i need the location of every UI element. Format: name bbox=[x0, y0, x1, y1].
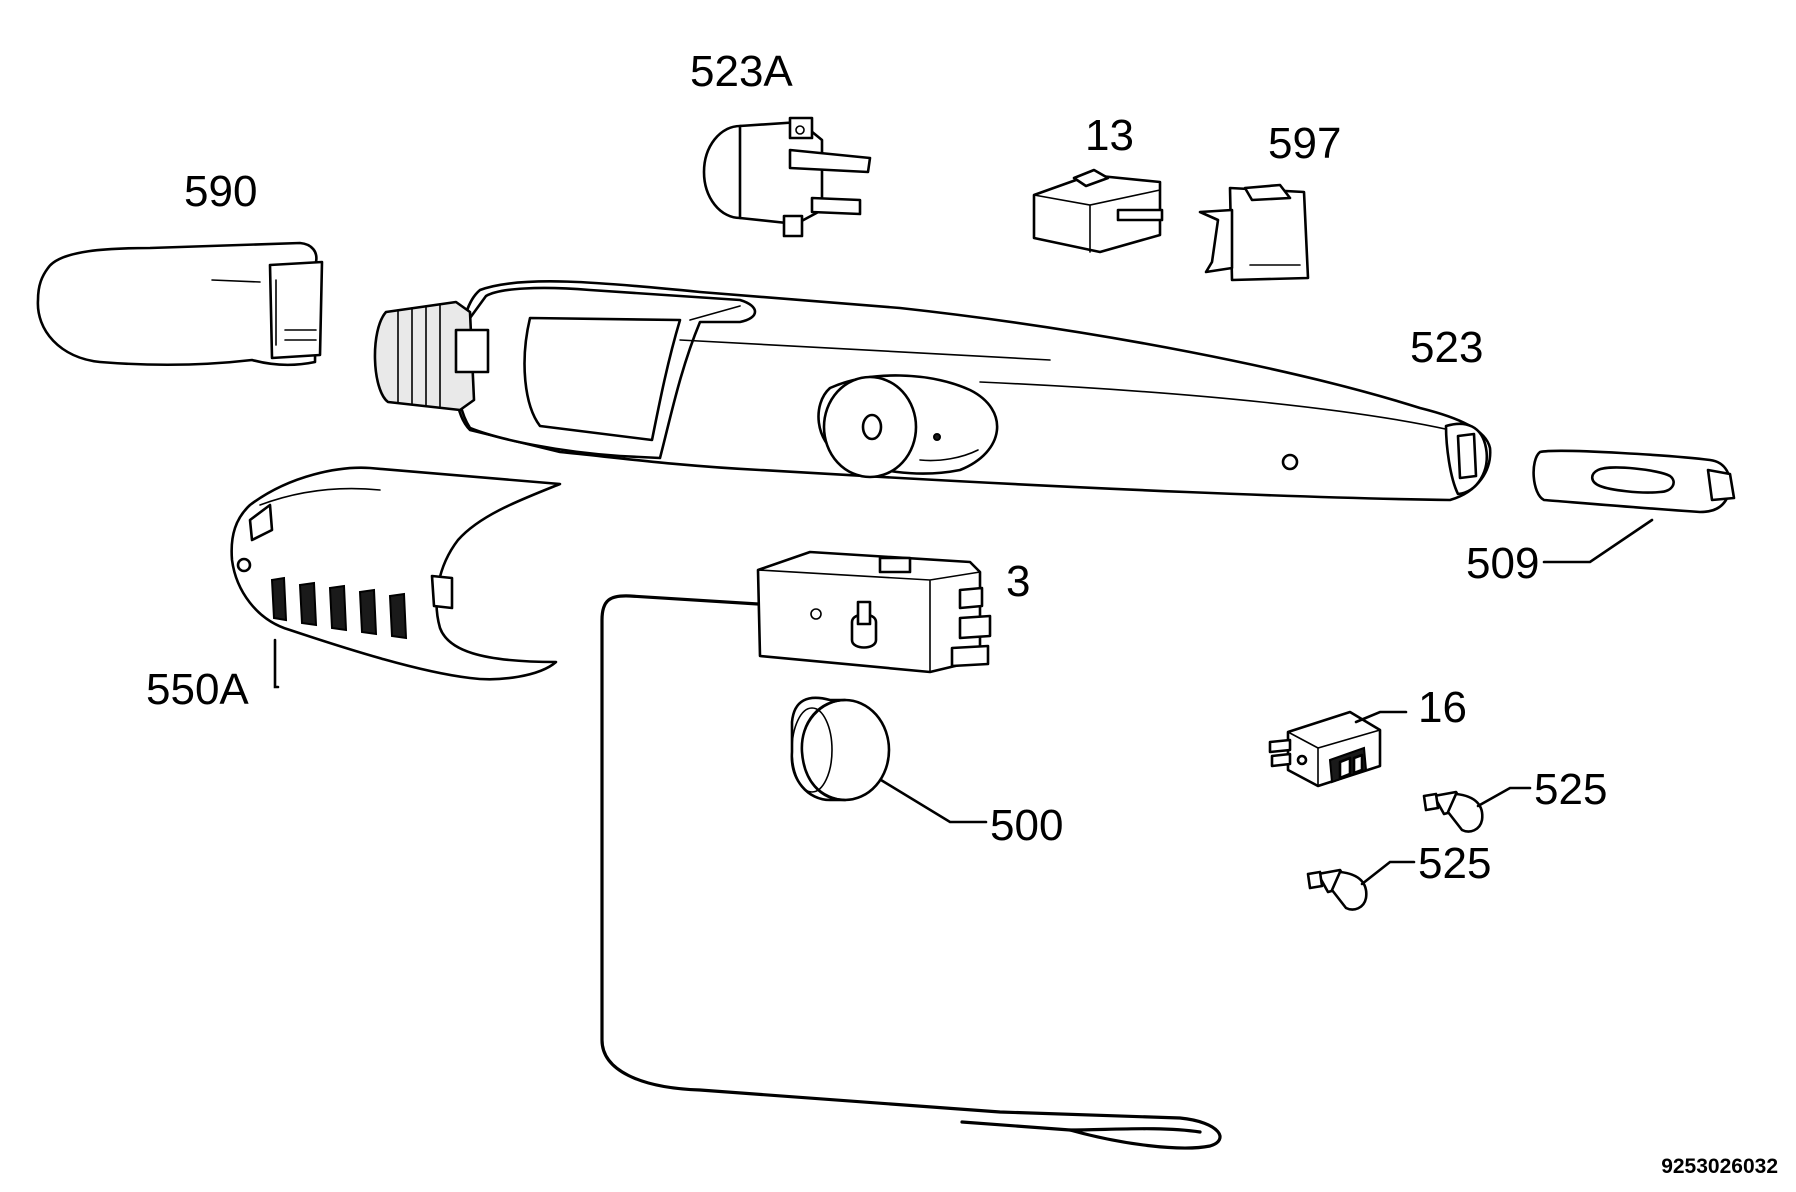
label-523: 523 bbox=[1410, 323, 1483, 372]
label-525-lower: 525 bbox=[1418, 839, 1491, 888]
leader-550a bbox=[273, 638, 280, 689]
label-500: 500 bbox=[990, 801, 1063, 850]
leader-525-lower bbox=[1360, 860, 1416, 886]
label-509: 509 bbox=[1466, 539, 1539, 588]
capillary-tube bbox=[600, 594, 1222, 1150]
part-3-thermostat bbox=[756, 550, 992, 674]
part-525-bulb-upper bbox=[1422, 790, 1484, 833]
part-523-main-housing bbox=[373, 280, 1492, 502]
part-509-light-cover bbox=[1532, 449, 1736, 514]
label-523a: 523A bbox=[690, 47, 793, 96]
part-525-bulb-lower bbox=[1306, 868, 1368, 911]
leader-500 bbox=[879, 778, 988, 824]
part-16-rocker-switch bbox=[1268, 710, 1382, 788]
label-3: 3 bbox=[1006, 557, 1030, 606]
part-590-end-cap bbox=[36, 241, 324, 367]
label-597: 597 bbox=[1268, 119, 1341, 168]
part-13-switch bbox=[1032, 168, 1164, 254]
label-590: 590 bbox=[184, 167, 257, 216]
label-525-upper: 525 bbox=[1534, 765, 1607, 814]
label-16: 16 bbox=[1418, 683, 1467, 732]
leader-16 bbox=[1354, 710, 1408, 724]
part-597-bracket bbox=[1198, 183, 1310, 282]
label-550a: 550A bbox=[146, 665, 249, 714]
part-550a-grille-cover bbox=[230, 466, 562, 681]
label-13: 13 bbox=[1085, 111, 1134, 160]
leader-525-upper bbox=[1476, 786, 1532, 808]
document-number: 9253026032 bbox=[1661, 1155, 1778, 1178]
part-523a-lamp-holder bbox=[702, 116, 872, 238]
leader-509 bbox=[1542, 518, 1654, 564]
part-500-knob bbox=[790, 696, 891, 802]
